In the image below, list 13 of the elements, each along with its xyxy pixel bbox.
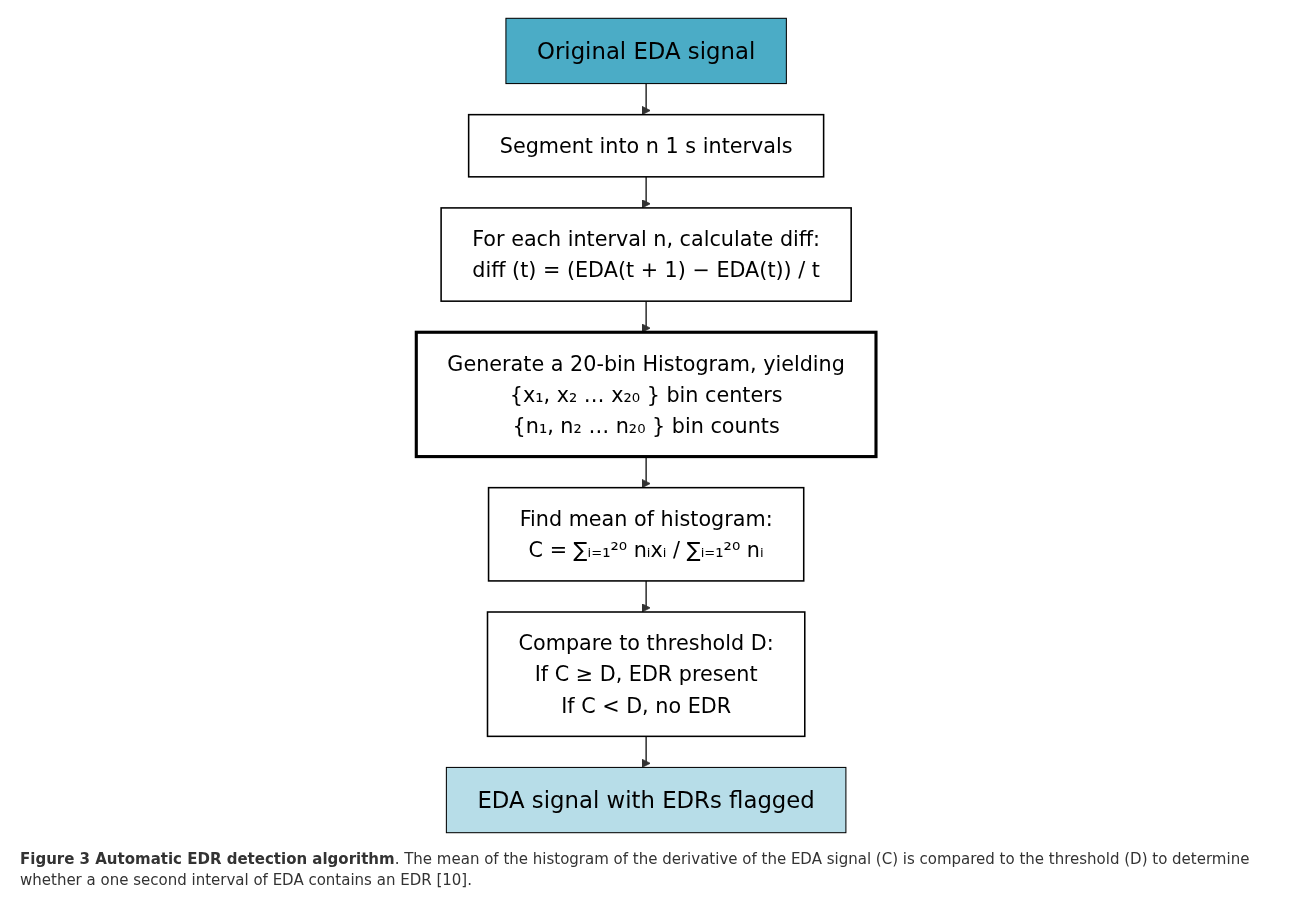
node-box: Compare to threshold D: If C ≥ D, EDR present If C < D, no EDR bbox=[486, 611, 806, 738]
node-box: For each interval n, calculate diff: diff (t) = (EDA(t + 1) − EDA(t)) / t bbox=[440, 207, 852, 302]
arrow bbox=[641, 580, 651, 613]
node-box: Find mean of histogram: C = ∑ᵢ₌₁²⁰ nᵢxᵢ / ∑ᵢ₌₁²⁰ nᵢ bbox=[487, 486, 805, 582]
arrow bbox=[641, 82, 651, 116]
node-box: Generate a 20-bin Histogram, yielding {x₁, x₂ … x₂₀ } bin centers {n₁, n₂ … n₂₀ } bin counts bbox=[414, 330, 878, 459]
arrow bbox=[641, 176, 651, 209]
arrow bbox=[641, 735, 651, 768]
node-box: EDA signal with EDRs flagged bbox=[445, 766, 847, 834]
node-box: Original EDA signal bbox=[505, 17, 787, 85]
node-box: Segment into n 1 s intervals bbox=[467, 113, 825, 178]
figure-caption: Figure 3 Automatic EDR detection algorithm. The mean of the histogram of the derivative of the EDA signal (C) is compared to the threshold (D) to determine whether a one second interval of EDA contains an EDR [10]. bbox=[20, 849, 1251, 891]
arrow bbox=[641, 300, 651, 333]
